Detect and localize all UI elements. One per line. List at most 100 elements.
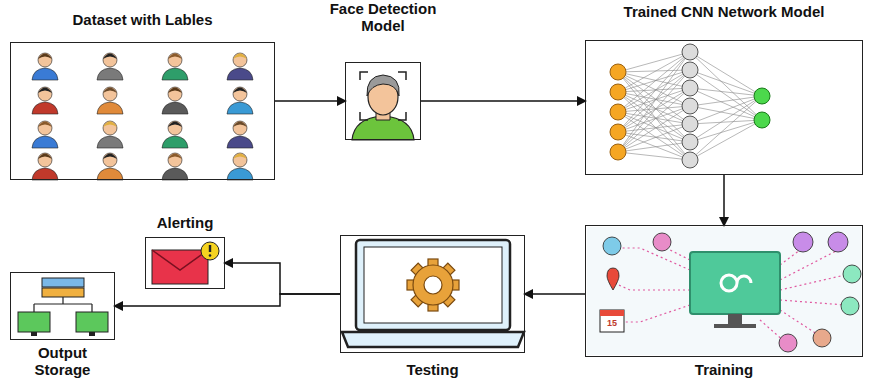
person-hair [38,88,52,94]
flow-arrow [225,263,340,294]
person-body [32,102,58,114]
net-link [690,52,762,96]
person-hair [233,122,247,128]
net-neuron [682,62,698,78]
person-body [97,168,123,180]
node-caption: Training [624,361,824,378]
net-link [690,70,762,96]
dataset-people [32,53,253,180]
person-body [162,68,188,80]
net-link [618,112,690,124]
person-body [227,68,253,80]
laptop-icon [342,240,524,347]
node-caption: Testing [353,361,513,378]
net-link [618,72,690,160]
flow-arrow [525,293,585,295]
person-hair [103,88,117,94]
flow-arrow [275,100,345,102]
flow-arrow [421,100,585,102]
cnn-box: Trained CNN Network Model [585,40,863,175]
network-graph [610,44,770,168]
net-link [618,52,690,152]
net-link [618,88,690,152]
detector-box: Face Detection Model [345,62,421,140]
person-hair [103,54,117,60]
net-link [690,70,762,120]
person-hair [168,88,182,94]
net-link [618,92,690,106]
net-link [618,88,690,132]
person-body [162,102,188,114]
net-link [690,88,762,120]
person-body [97,102,123,114]
person-hair [103,154,117,160]
net-link [618,52,690,92]
net-link [618,70,690,92]
net-link [690,120,762,160]
net-link [618,70,690,112]
person-body [162,168,188,180]
net-link [690,88,762,96]
net-link [618,70,690,132]
person-hair [38,122,52,128]
net-neuron [754,88,770,104]
net-link [618,132,690,160]
person-hair [168,54,182,60]
net-neuron [754,112,770,128]
person-body [32,68,58,80]
person-body [227,102,253,114]
person-head [38,87,52,101]
testing-box: Testing [340,235,525,353]
net-neuron [610,84,626,100]
person-body [32,136,58,148]
net-link [690,106,762,120]
net-link [690,96,762,142]
person-head [233,121,247,135]
person-head [168,87,182,101]
net-neuron [682,44,698,60]
person-hair [233,154,247,160]
person-hair [168,122,182,128]
net-link [618,152,690,160]
net-neuron [610,144,626,160]
node-caption: Output Storage [13,344,113,378]
storage-icon [18,278,108,336]
net-neuron [682,152,698,168]
net-link [690,96,762,160]
alert-box: Alerting [145,237,225,289]
person-body [97,136,123,148]
net-link [690,96,762,106]
person-head [103,87,117,101]
net-neuron [682,80,698,96]
person-head [38,121,52,135]
net-link [618,70,690,152]
dataset-box: Dataset with Lables [10,42,275,180]
person-hair [38,154,52,160]
person-hair [103,122,117,128]
net-link [618,124,690,152]
person-body [32,168,58,180]
flow-arrow [723,175,725,225]
net-neuron [682,98,698,114]
node-caption: Face Detection Model [308,0,458,34]
person-head [168,153,182,167]
person-body [97,68,123,80]
node-caption: Alerting [125,214,245,231]
person-head [103,53,117,67]
envelope-icon [152,242,219,284]
person-hair [233,88,247,94]
person-hair [38,54,52,60]
net-neuron [610,104,626,120]
person-head [103,121,117,135]
person-hair [168,154,182,160]
person-head [233,153,247,167]
training-box: Training [585,225,863,357]
net-neuron [610,124,626,140]
person-head [233,87,247,101]
face-icon [352,72,414,140]
node-caption: Trained CNN Network Model [614,3,834,20]
calendar-number: 15 [600,318,624,328]
net-link [618,142,690,152]
person-hair [233,54,247,60]
